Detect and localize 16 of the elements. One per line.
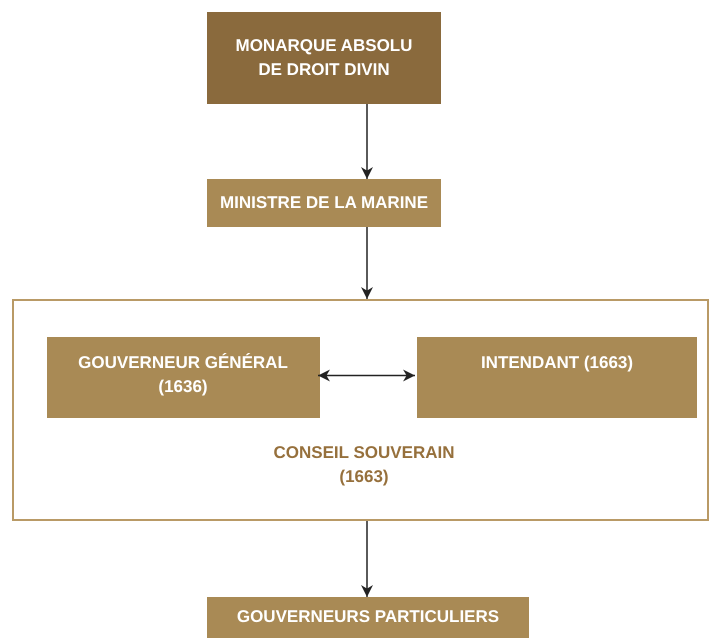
- arrow: [361, 521, 373, 597]
- box-label: GOUVERNEUR GÉNÉRAL (1636): [77, 352, 289, 398]
- arrow: [361, 104, 373, 179]
- box-label: MINISTRE DE LA MARINE: [218, 192, 430, 214]
- process-box: [207, 179, 441, 227]
- box-label: MONARQUE ABSOLU DE DROIT DIVIN: [234, 35, 414, 81]
- arrow: [318, 370, 415, 382]
- process-box: [47, 337, 320, 418]
- process-box: [417, 337, 697, 418]
- group-frame: [12, 299, 709, 521]
- process-box: [207, 12, 441, 104]
- box-label: CONSEIL SOUVERAIN (1663): [272, 442, 456, 488]
- process-box: [207, 597, 529, 638]
- box-label: GOUVERNEURS PARTICULIERS: [236, 606, 500, 628]
- box-label: INTENDANT (1663): [480, 352, 634, 374]
- arrow: [361, 227, 373, 299]
